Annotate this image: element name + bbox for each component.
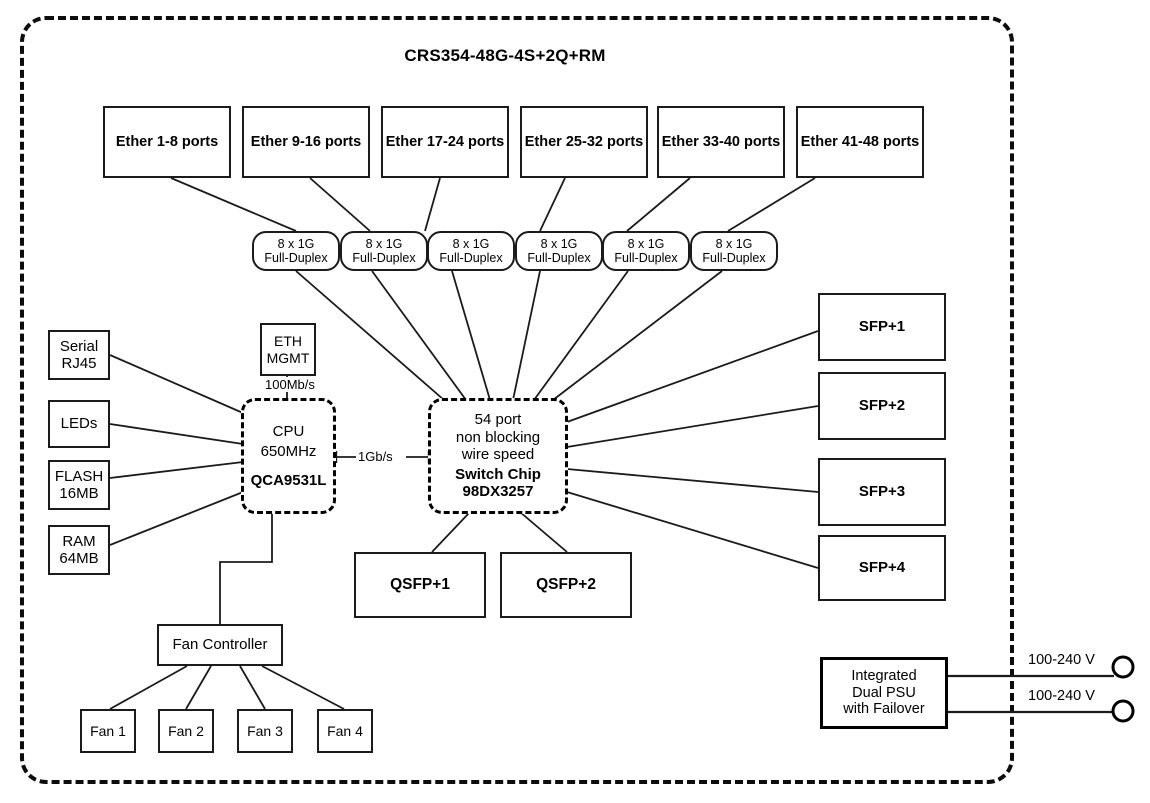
peripheral-line2: 16MB	[59, 485, 99, 502]
peripheral-ram[interactable]: RAM 64MB	[48, 525, 110, 575]
power-input-label: 100-240 V	[1028, 652, 1095, 668]
ether-group-box[interactable]: Ether 9-16 ports	[242, 106, 370, 178]
cpu-block[interactable]: CPU 650MHz QCA9531L	[241, 398, 336, 514]
ether-group-label: Ether 17-24 ports	[385, 133, 505, 150]
peripheral-line2: 64MB	[59, 550, 99, 567]
qsfp-port-label: QSFP+2	[536, 576, 596, 594]
fan-controller-box[interactable]: Fan Controller	[157, 624, 283, 666]
phy-pill-line2: Full-Duplex	[614, 251, 678, 265]
sfp-port-label: SFP+4	[858, 559, 906, 577]
cpu-switch-link-label: 1Gb/s	[356, 449, 395, 464]
peripheral-line2: RJ45	[61, 355, 97, 372]
sfp-port-label: SFP+2	[858, 397, 906, 415]
fan-box[interactable]: Fan 3	[237, 709, 293, 753]
peripheral-line1: RAM	[62, 532, 96, 550]
fan-label: Fan 3	[247, 722, 283, 739]
peripheral-line1: Serial	[59, 337, 99, 355]
chassis-boundary	[20, 16, 1014, 784]
switch-chip-part-number: 98DX3257	[462, 483, 534, 501]
fan-label: Fan 1	[90, 722, 126, 739]
eth-mgmt-box[interactable]: ETH MGMT	[260, 323, 316, 376]
power-input-label: 100-240 V	[1028, 688, 1095, 704]
cpu-line2: 650MHz	[260, 443, 317, 461]
ether-group-box[interactable]: Ether 1-8 ports	[103, 106, 231, 178]
peripheral-line1: FLASH	[54, 467, 104, 485]
phy-pill-line2: Full-Duplex	[702, 251, 766, 265]
phy-pill[interactable]: 8 x 1G Full-Duplex	[602, 231, 690, 271]
qsfp-plus-port[interactable]: QSFP+2	[500, 552, 632, 618]
ether-group-label: Ether 41-48 ports	[800, 133, 920, 150]
phy-pill-line1: 8 x 1G	[277, 236, 315, 251]
psu-line1: Integrated	[851, 667, 917, 684]
phy-pill[interactable]: 8 x 1G Full-Duplex	[690, 231, 778, 271]
ether-group-label: Ether 33-40 ports	[661, 133, 781, 150]
ether-group-box[interactable]: Ether 25-32 ports	[520, 106, 648, 178]
ether-group-label: Ether 25-32 ports	[524, 133, 644, 150]
phy-pill-line1: 8 x 1G	[627, 236, 665, 251]
peripheral-line1: LEDs	[60, 415, 98, 433]
sfp-plus-port[interactable]: SFP+3	[818, 458, 946, 526]
fan-box[interactable]: Fan 1	[80, 709, 136, 753]
phy-pill-line1: 8 x 1G	[452, 236, 490, 251]
phy-pill-line2: Full-Duplex	[264, 251, 328, 265]
ether-group-box[interactable]: Ether 17-24 ports	[381, 106, 509, 178]
switch-chip-line4: Switch Chip	[455, 466, 541, 484]
fan-box[interactable]: Fan 2	[158, 709, 214, 753]
eth-mgmt-speed-label: 100Mb/s	[263, 377, 317, 392]
phy-pill[interactable]: 8 x 1G Full-Duplex	[252, 231, 340, 271]
phy-pill-line1: 8 x 1G	[365, 236, 403, 251]
phy-pill-line2: Full-Duplex	[439, 251, 503, 265]
psu-line3: with Failover	[843, 701, 925, 718]
fan-box[interactable]: Fan 4	[317, 709, 373, 753]
phy-pill-line2: Full-Duplex	[352, 251, 416, 265]
switch-chip-line2: non blocking	[455, 428, 541, 446]
switch-chip-line1: 54 port	[474, 411, 522, 429]
sfp-plus-port[interactable]: SFP+1	[818, 293, 946, 361]
cpu-part-number: QCA9531L	[250, 471, 327, 489]
switch-chip-line3: wire speed	[461, 445, 535, 463]
phy-pill-line2: Full-Duplex	[527, 251, 591, 265]
ether-group-label: Ether 9-16 ports	[250, 133, 362, 150]
switch-chip-block[interactable]: 54 port non blocking wire speed Switch C…	[428, 398, 568, 514]
qsfp-port-label: QSFP+1	[390, 576, 450, 594]
fan-label: Fan 2	[168, 722, 204, 739]
phy-pill-line1: 8 x 1G	[715, 236, 753, 251]
eth-mgmt-line1: ETH	[274, 333, 302, 350]
phy-pill[interactable]: 8 x 1G Full-Duplex	[340, 231, 428, 271]
phy-pill[interactable]: 8 x 1G Full-Duplex	[427, 231, 515, 271]
qsfp-plus-port[interactable]: QSFP+1	[354, 552, 486, 618]
peripheral-flash[interactable]: FLASH 16MB	[48, 460, 110, 510]
sfp-port-label: SFP+1	[858, 318, 906, 336]
psu-line2: Dual PSU	[852, 684, 916, 701]
sfp-plus-port[interactable]: SFP+2	[818, 372, 946, 440]
peripheral-serial-rj45[interactable]: Serial RJ45	[48, 330, 110, 380]
sfp-port-label: SFP+3	[858, 483, 906, 501]
ether-group-box[interactable]: Ether 33-40 ports	[657, 106, 785, 178]
sfp-plus-port[interactable]: SFP+4	[818, 535, 946, 601]
eth-mgmt-line2: MGMT	[266, 349, 310, 366]
peripheral-leds[interactable]: LEDs	[48, 400, 110, 448]
ether-group-label: Ether 1-8 ports	[115, 133, 219, 150]
diagram-title: CRS354-48G-4S+2Q+RM	[404, 46, 606, 65]
fan-label: Fan 4	[327, 722, 363, 739]
psu-box[interactable]: Integrated Dual PSU with Failover	[820, 657, 948, 729]
cpu-line1: CPU	[272, 423, 305, 441]
ether-group-box[interactable]: Ether 41-48 ports	[796, 106, 924, 178]
phy-pill[interactable]: 8 x 1G Full-Duplex	[515, 231, 603, 271]
fan-controller-label: Fan Controller	[172, 636, 268, 654]
phy-pill-line1: 8 x 1G	[540, 236, 578, 251]
